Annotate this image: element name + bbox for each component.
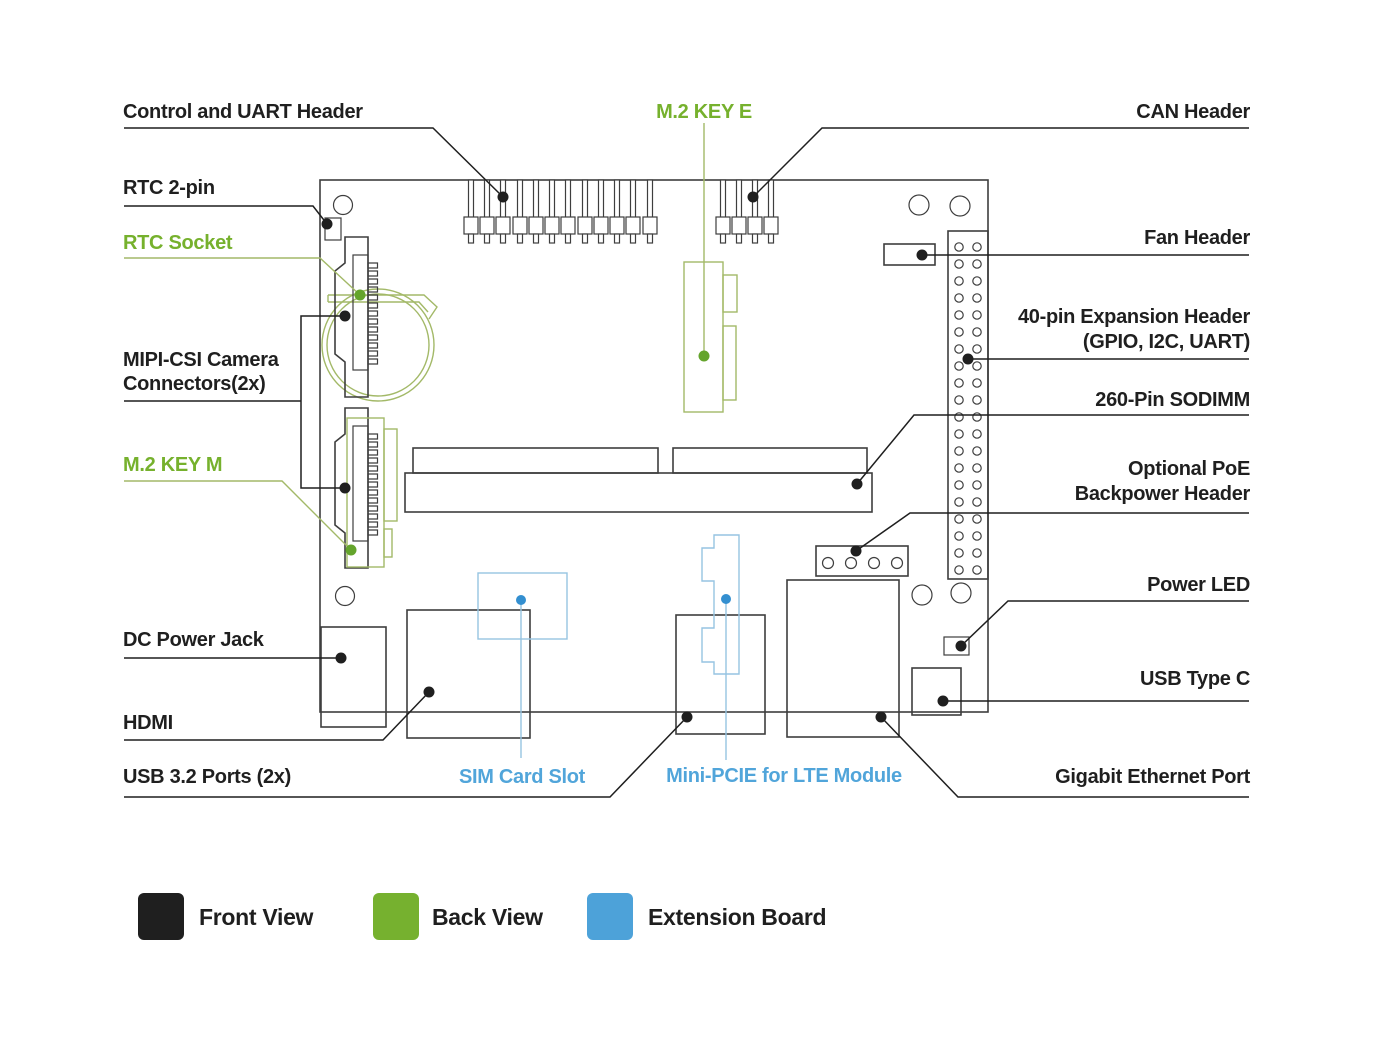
label-control-uart-header: Control and UART Header bbox=[123, 101, 363, 123]
label-power-led: Power LED bbox=[1147, 574, 1250, 596]
sodimm-connector bbox=[404, 447, 873, 513]
legend-front-view-swatch bbox=[138, 893, 184, 940]
label-poe-line1: Optional PoE bbox=[1128, 458, 1250, 480]
label-40pin-expansion-header: 40-pin Expansion Header (GPIO, I2C, UART… bbox=[1018, 305, 1250, 355]
legend-back-view-swatch bbox=[373, 893, 419, 940]
label-poe-backpower-header: Optional PoE Backpower Header bbox=[1074, 457, 1251, 507]
rtc-battery-socket bbox=[321, 288, 438, 402]
label-mipi-line2: Connectors(2x) bbox=[123, 373, 266, 395]
power-led-indicator bbox=[943, 636, 970, 656]
legend-back-view-label: Back View bbox=[432, 904, 543, 930]
label-expansion-line2: (GPIO, I2C, UART) bbox=[1082, 331, 1250, 353]
label-sodimm: 260-Pin SODIMM bbox=[1095, 389, 1250, 411]
leader-lines-green bbox=[124, 123, 705, 551]
leader-lines-black bbox=[124, 127, 1249, 798]
m2-key-m-connector bbox=[346, 417, 398, 568]
label-m2-key-e: M.2 KEY E bbox=[656, 101, 752, 123]
gigabit-ethernet-connector bbox=[786, 579, 900, 738]
poe-header-connector bbox=[815, 545, 909, 577]
hdmi-connector bbox=[406, 609, 531, 739]
control-uart-header-pins bbox=[463, 179, 658, 244]
leader-lines-blue bbox=[520, 599, 727, 760]
label-usb32-ports: USB 3.2 Ports (2x) bbox=[123, 766, 291, 788]
usb32-connector bbox=[675, 614, 766, 735]
usb-type-c-connector bbox=[911, 667, 962, 716]
legend-extension-board-swatch bbox=[587, 893, 633, 940]
mounting-holes bbox=[332, 194, 972, 607]
label-fan-header: Fan Header bbox=[1144, 227, 1250, 249]
label-mipi-line1: MIPI-CSI Camera bbox=[123, 349, 279, 371]
legend-extension-board-label: Extension Board bbox=[648, 904, 827, 930]
dc-power-jack-connector bbox=[320, 626, 387, 728]
label-sim-card-slot: SIM Card Slot bbox=[458, 766, 586, 788]
label-mipi-csi-connectors: MIPI-CSI Camera Connectors(2x) bbox=[123, 348, 279, 396]
label-m2-key-m: M.2 KEY M bbox=[123, 454, 223, 476]
label-rtc-2pin: RTC 2-pin bbox=[123, 177, 215, 199]
label-mini-pcie: Mini-PCIE for LTE Module bbox=[666, 765, 902, 787]
label-usb-type-c: USB Type C bbox=[1140, 668, 1250, 690]
label-can-header: CAN Header bbox=[1136, 101, 1250, 123]
sim-card-slot-outline bbox=[477, 572, 568, 640]
label-hdmi: HDMI bbox=[123, 712, 173, 734]
label-expansion-line1: 40-pin Expansion Header bbox=[1017, 306, 1250, 328]
can-header-pins bbox=[715, 179, 779, 244]
label-poe-line2: Backpower Header bbox=[1074, 483, 1251, 505]
mini-pcie-outline bbox=[701, 534, 740, 675]
m2-key-e-connector bbox=[683, 261, 738, 413]
label-gigabit-ethernet: Gigabit Ethernet Port bbox=[1055, 766, 1250, 788]
marker-dots bbox=[321, 191, 974, 723]
label-dc-power-jack: DC Power Jack bbox=[123, 629, 264, 651]
legend-front-view-label: Front View bbox=[199, 904, 314, 930]
expansion-header-40pin bbox=[947, 230, 989, 580]
label-rtc-socket: RTC Socket bbox=[123, 232, 233, 254]
